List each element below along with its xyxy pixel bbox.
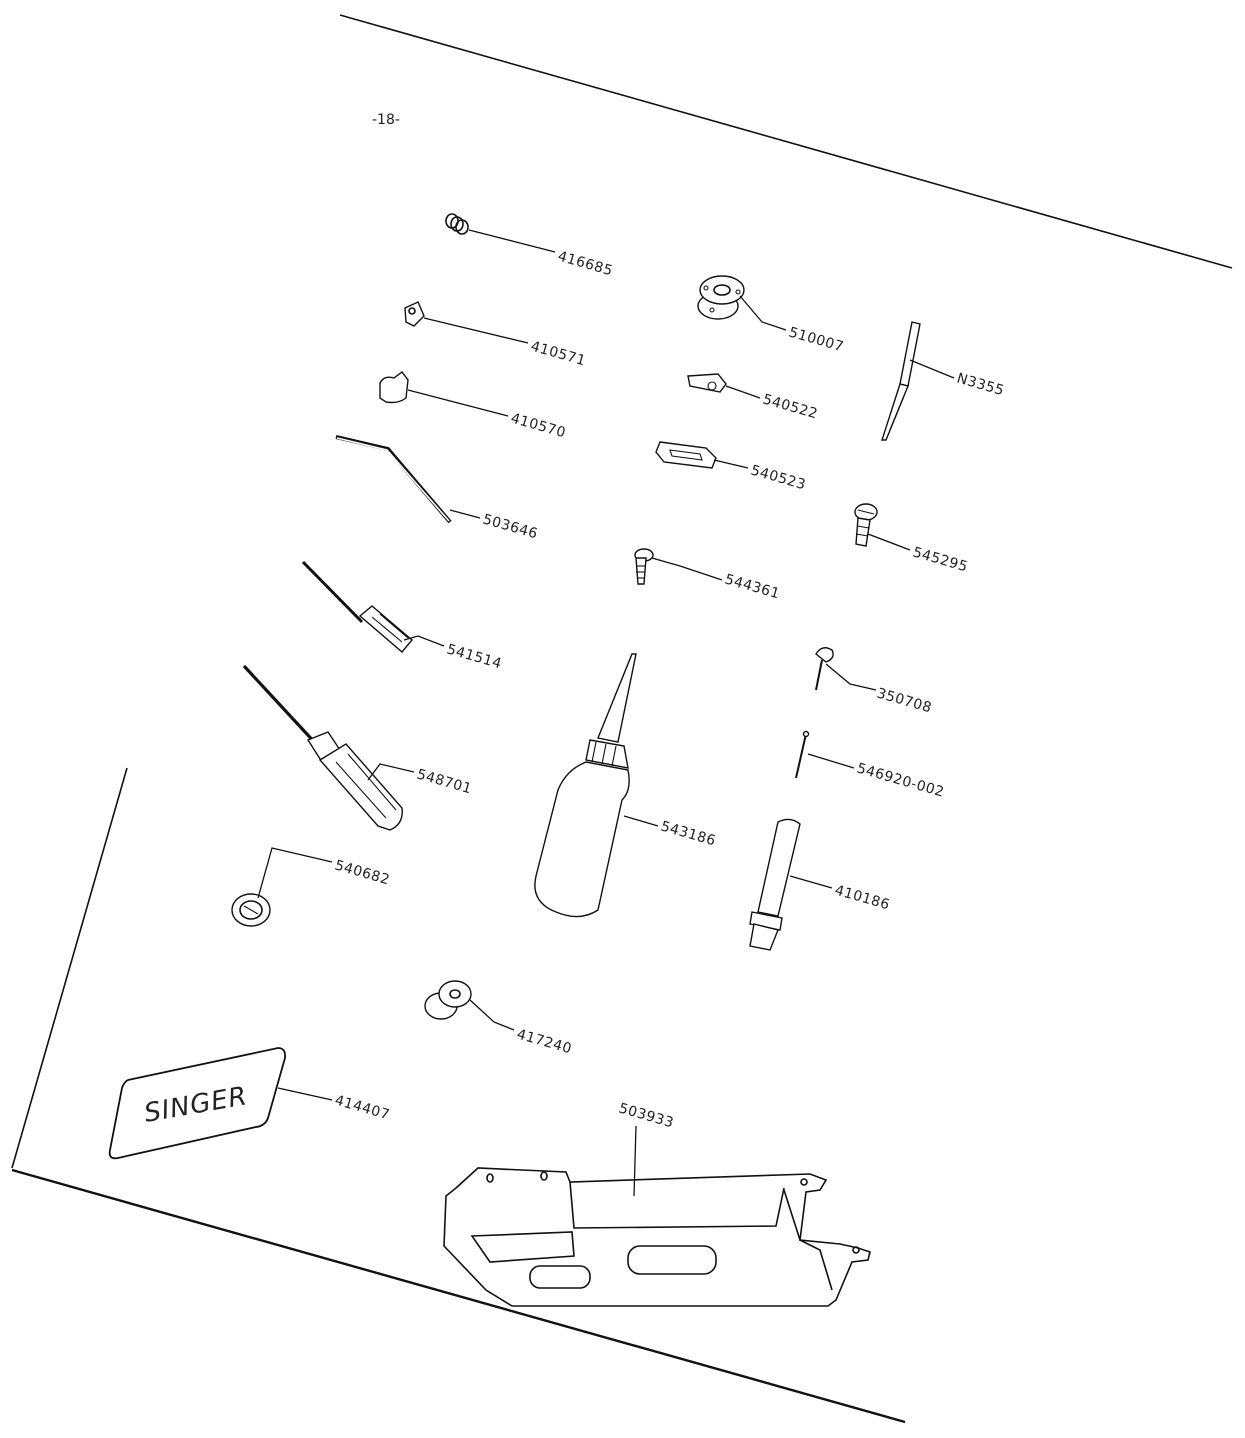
part-number-label: 503646: [481, 511, 540, 542]
spring-icon: [446, 214, 468, 234]
cap-icon: [232, 894, 270, 926]
nut-icon: [405, 302, 424, 326]
part-540682[interactable]: 540682: [232, 848, 392, 926]
part-410186[interactable]: 410186: [750, 819, 892, 950]
part-number-label: 543186: [659, 818, 718, 849]
logo-plate-icon: SINGER: [110, 1048, 285, 1158]
part-543186[interactable]: 543186: [535, 654, 718, 917]
part-410571[interactable]: 410571: [405, 302, 588, 369]
part-number-label: 410186: [833, 882, 892, 913]
part-544361[interactable]: 544361: [635, 549, 782, 602]
part-number-label: 350708: [875, 685, 934, 716]
needle-icon: [882, 322, 920, 440]
bobbin-icon: [425, 981, 471, 1019]
part-545295[interactable]: 545295: [855, 504, 970, 575]
part-number-label: 510007: [787, 324, 846, 355]
part-number-label: 410571: [529, 338, 588, 369]
part-410570[interactable]: 410570: [380, 372, 568, 441]
part-number-label: 540682: [333, 857, 392, 888]
part-number-label: 541514: [445, 641, 504, 672]
part-540523[interactable]: 540523: [656, 442, 808, 493]
part-number-label: 414407: [333, 1092, 392, 1123]
screw-icon: [855, 504, 877, 546]
pin-icon: [816, 648, 833, 690]
cover-plate-icon: [444, 1168, 870, 1306]
part-350708[interactable]: 350708: [816, 648, 934, 717]
part-number-label: 410570: [509, 410, 568, 441]
part-number-label: 548701: [415, 766, 474, 797]
bobbin-case-icon: [698, 276, 744, 319]
part-541514[interactable]: 541514: [303, 562, 504, 672]
part-417240[interactable]: 417240: [425, 981, 574, 1057]
part-number-label: 544361: [723, 571, 782, 602]
part-416685[interactable]: 416685: [446, 214, 615, 279]
part-540522[interactable]: 540522: [688, 374, 820, 422]
spool-pin-icon: [750, 819, 800, 950]
clip-icon: [380, 372, 408, 403]
part-number-label: 540522: [761, 391, 820, 422]
large-screwdriver-icon: [244, 666, 402, 830]
part-503933[interactable]: 503933: [444, 1100, 870, 1306]
part-548701[interactable]: 548701: [244, 666, 474, 830]
bracket-icon: [656, 442, 716, 468]
part-503646[interactable]: 503646: [336, 437, 540, 542]
part-414407[interactable]: SINGER 414407: [110, 1048, 392, 1158]
part-510007[interactable]: 510007: [698, 276, 846, 355]
part-number-label: 503933: [617, 1100, 676, 1131]
nail-icon: [796, 732, 809, 779]
latch-icon: [688, 374, 726, 392]
part-number-label: 417240: [515, 1026, 574, 1057]
part-number-label: N3355: [955, 370, 1006, 399]
part-546920[interactable]: 546920-002: [796, 732, 946, 801]
small-screwdriver-icon: [303, 562, 412, 652]
part-number-label: 545295: [911, 544, 970, 575]
part-number-label: 540523: [749, 462, 808, 493]
oil-bottle-icon: [535, 654, 636, 917]
part-N3355[interactable]: N3355: [882, 322, 1006, 440]
screw-icon: [635, 549, 653, 584]
part-number-label: 546920-002: [855, 760, 946, 800]
page-number: -18-: [372, 112, 400, 128]
part-number-label: 416685: [556, 248, 615, 279]
hex-key-icon: [336, 437, 450, 522]
